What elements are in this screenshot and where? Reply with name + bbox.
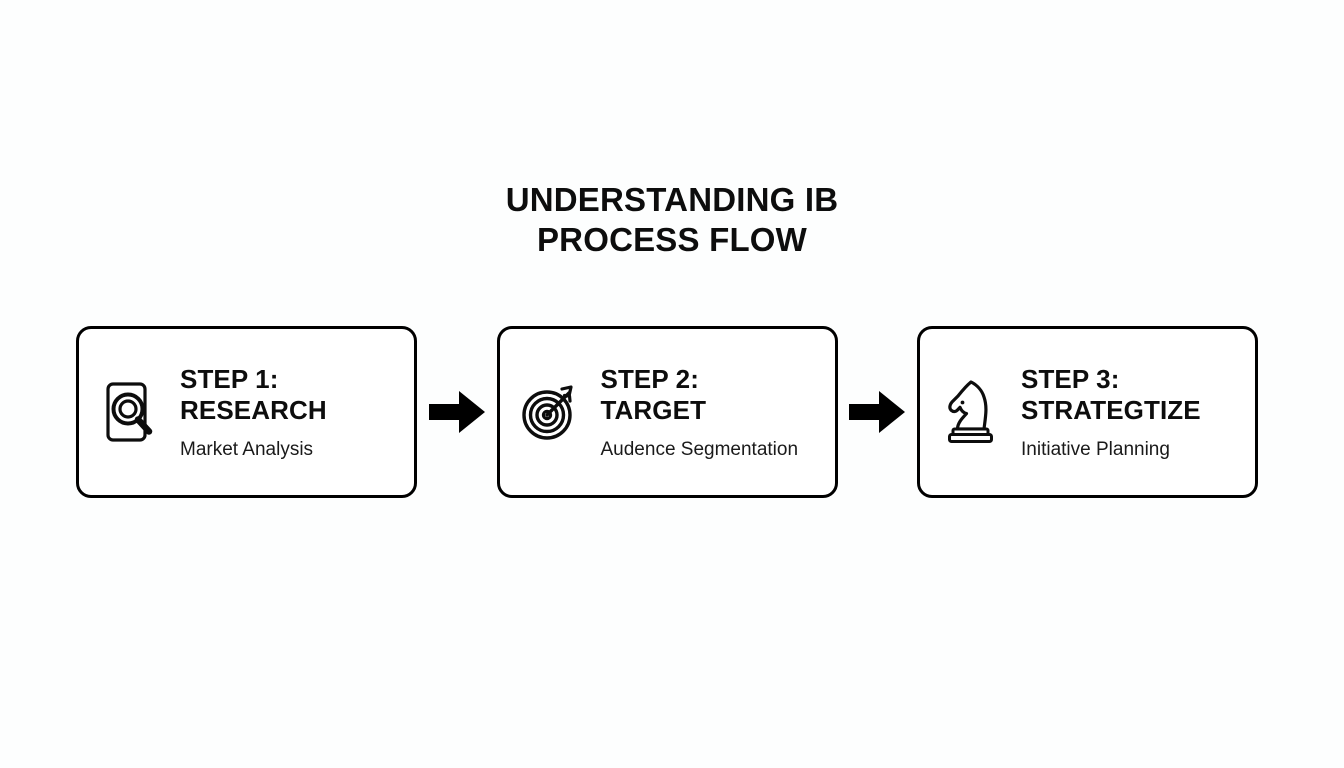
step-label-1: STEP 1: bbox=[180, 363, 279, 394]
page-title-line-1: UNDERSTANDING IB bbox=[505, 181, 839, 218]
process-step-card-3[interactable]: STEP 3: STRATEGTIZE Initiative Planning bbox=[917, 326, 1258, 498]
right-arrow-icon bbox=[428, 388, 485, 436]
process-step-text-3: STEP 3: STRATEGTIZE Initiative Planning bbox=[1021, 364, 1201, 461]
process-step-card-2[interactable]: STEP 2: TARGET Audence Segmentation bbox=[496, 326, 838, 498]
process-step-card-1[interactable]: STEP 1: RESEARCH Market Analysis bbox=[76, 326, 417, 498]
document-magnifier-icon bbox=[100, 377, 158, 447]
page-title-line-2: PROCESS FLOW bbox=[536, 221, 808, 258]
step-label-2: STEP 2: bbox=[600, 363, 699, 394]
step-name-3: STRATEGTIZE bbox=[1021, 394, 1201, 425]
step-label-3: STEP 3: bbox=[1021, 363, 1120, 394]
step-name-2: TARGET bbox=[600, 394, 707, 425]
step-subtitle-1: Market Analysis bbox=[180, 438, 314, 460]
process-flow-row: STEP 1: RESEARCH Market Analysis bbox=[76, 326, 1258, 498]
page-title: UNDERSTANDING IB PROCESS FLOW bbox=[0, 180, 1344, 260]
step-name-1: RESEARCH bbox=[180, 394, 327, 425]
chess-knight-icon bbox=[941, 377, 999, 447]
right-arrow-icon bbox=[849, 388, 906, 436]
process-step-text-1: STEP 1: RESEARCH Market Analysis bbox=[180, 364, 327, 461]
target-arrow-icon bbox=[521, 377, 579, 447]
step-subtitle-3: Initiative Planning bbox=[1021, 438, 1170, 460]
step-subtitle-2: Audence Segmentation bbox=[600, 438, 799, 460]
process-step-text-2: STEP 2: TARGET Audence Segmentation bbox=[601, 364, 799, 461]
